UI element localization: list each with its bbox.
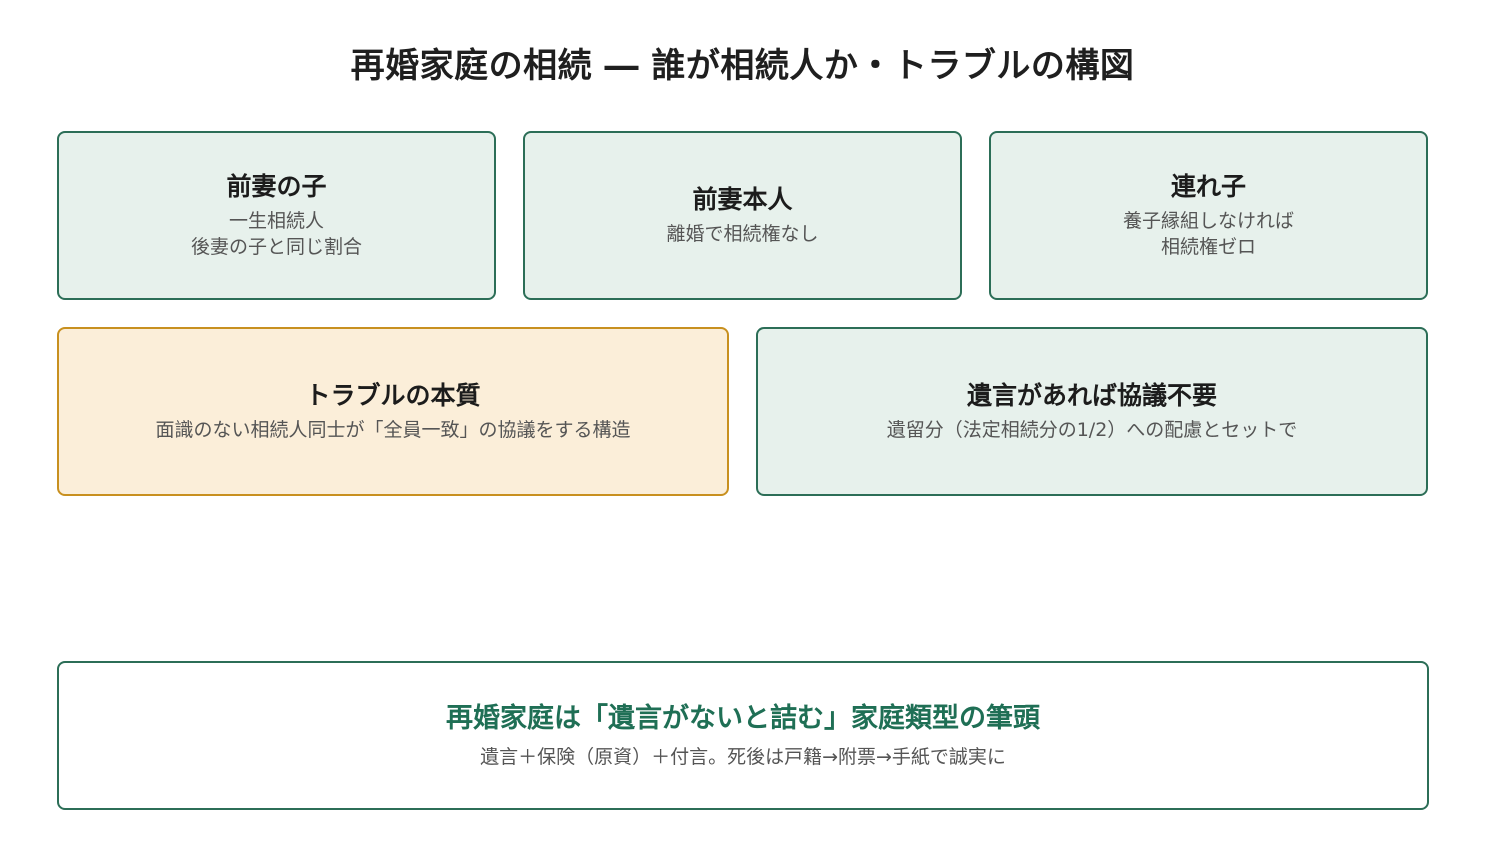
card-title: 遺言があれば協議不要 xyxy=(966,381,1217,411)
card-trouble-essence: トラブルの本質 面識のない相続人同士が「全員一致」の協議をする構造 xyxy=(57,327,729,496)
card-title: 前妻の子 xyxy=(226,172,327,202)
card-description: 遺留分（法定相続分の1/2）への配慮とセットで xyxy=(887,417,1298,443)
card-will-solution: 遺言があれば協議不要 遺留分（法定相続分の1/2）への配慮とセットで xyxy=(756,327,1428,496)
page-title: 再婚家庭の相続 ― 誰が相続人か・トラブルの構図 xyxy=(350,46,1135,86)
card-description: 面識のない相続人同士が「全員一致」の協議をする構造 xyxy=(155,417,630,443)
card-stepchild: 連れ子 養子縁組しなければ 相続権ゼロ xyxy=(989,131,1428,300)
card-description: 養子縁組しなければ 相続権ゼロ xyxy=(1123,208,1294,260)
summary-card: 再婚家庭は「遺言がないと詰む」家庭類型の筆頭 遺言＋保険（原資）＋付言。死後は戸… xyxy=(57,661,1429,810)
card-line: 遺留分（法定相続分の1/2）への配慮とセットで xyxy=(886,418,1298,441)
card-line: 一生相続人 xyxy=(228,209,324,232)
card-title: 前妻本人 xyxy=(692,185,793,215)
card-description: 一生相続人 後妻の子と同じ割合 xyxy=(191,208,362,260)
card-line: 後妻の子と同じ割合 xyxy=(190,235,362,258)
card-former-wife: 前妻本人 離婚で相続権なし xyxy=(523,131,962,300)
card-title: 連れ子 xyxy=(1170,172,1246,202)
summary-title: 再婚家庭は「遺言がないと詰む」家庭類型の筆頭 xyxy=(446,702,1040,734)
card-line: 養子縁組しなければ xyxy=(1122,209,1294,232)
card-former-wife-child: 前妻の子 一生相続人 後妻の子と同じ割合 xyxy=(57,131,496,300)
summary-line: 遺言＋保険（原資）＋付言。死後は戸籍→附票→手紙で誠実に xyxy=(480,745,1006,768)
card-description: 離婚で相続権なし xyxy=(666,221,818,247)
card-line: 面識のない相続人同士が「全員一致」の協議をする構造 xyxy=(155,418,631,441)
card-title: トラブルの本質 xyxy=(305,381,481,411)
card-line: 相続権ゼロ xyxy=(1160,235,1256,258)
card-line: 離婚で相続権なし xyxy=(666,222,819,245)
